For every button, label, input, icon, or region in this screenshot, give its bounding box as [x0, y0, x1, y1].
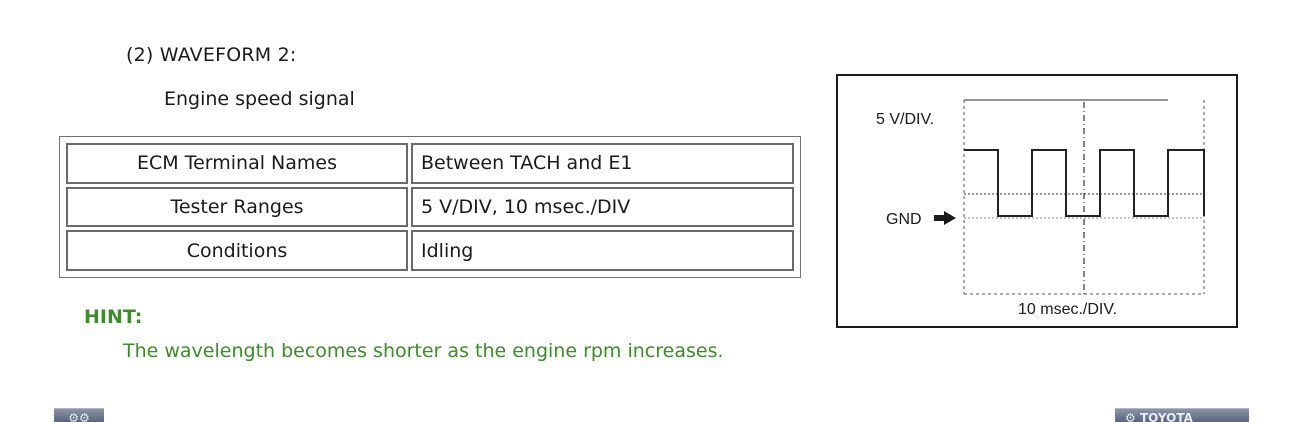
time-division-label: 10 msec./DIV.: [1018, 301, 1117, 318]
row-value: 5 V/DIV, 10 msec./DIV: [411, 186, 794, 228]
table-row: Conditions Idling: [66, 230, 794, 271]
nav-toyota-label: TOYOTA: [1139, 411, 1193, 422]
waveform-figure: 5 V/DIV. GND 10 msec./DIV.: [836, 74, 1238, 328]
row-label: ECM Terminal Names: [66, 143, 408, 184]
gear-icon: ⚙⚙: [68, 411, 90, 422]
nav-left-button[interactable]: ⚙⚙: [54, 408, 104, 422]
ground-arrow-icon: [934, 211, 956, 225]
row-label: Tester Ranges: [66, 186, 408, 228]
section-heading: (2) WAVEFORM 2:: [126, 44, 297, 66]
spec-table: ECM Terminal Names Between TACH and E1 T…: [59, 136, 801, 278]
gear-icon: ⚙: [1125, 411, 1136, 422]
ground-label: GND: [886, 211, 922, 228]
square-wave-trace: [964, 149, 1205, 217]
hint-text: The wavelength becomes shorter as the en…: [123, 340, 724, 362]
waveform-diagram: 5 V/DIV. GND 10 msec./DIV.: [876, 99, 1205, 318]
hint-title: HINT:: [84, 306, 143, 328]
row-value: Between TACH and E1: [411, 143, 794, 184]
table-row: Tester Ranges 5 V/DIV, 10 msec./DIV: [66, 186, 794, 228]
row-label: Conditions: [66, 230, 408, 271]
signal-name: Engine speed signal: [164, 88, 355, 110]
table-row: ECM Terminal Names Between TACH and E1: [66, 143, 794, 184]
row-value: Idling: [411, 230, 794, 271]
voltage-division-label: 5 V/DIV.: [876, 111, 934, 128]
nav-toyota-button[interactable]: ⚙ TOYOTA: [1115, 408, 1249, 422]
